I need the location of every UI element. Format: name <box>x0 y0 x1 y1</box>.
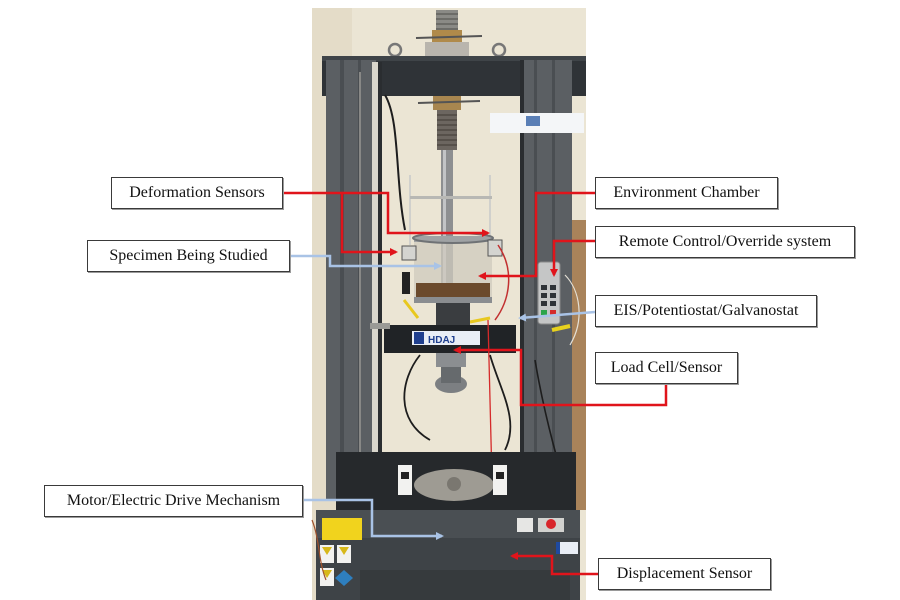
top-screw <box>436 10 458 34</box>
left-column <box>326 60 376 500</box>
spec-plate <box>556 542 578 554</box>
emergency-stop-icon <box>546 519 556 529</box>
left-scale <box>372 62 378 500</box>
power-switch <box>517 518 533 532</box>
label-remote-control: Remote Control/Override system <box>595 226 855 258</box>
top-brass-nut <box>432 30 462 42</box>
label-specimen: Specimen Being Studied <box>87 240 290 272</box>
label-motor: Motor/Electric Drive Mechanism <box>44 485 303 517</box>
label-environment-chamber: Environment Chamber <box>595 177 778 209</box>
left-grip-bracket <box>398 465 412 495</box>
load-cell <box>436 353 466 367</box>
top-collar <box>425 42 469 56</box>
left-deformation-sensor <box>401 245 417 261</box>
nameplate <box>412 331 480 345</box>
label-deformation-sensors: Deformation Sensors <box>111 177 283 209</box>
specimen-slurry <box>416 283 490 297</box>
warning-label <box>322 518 362 540</box>
sensor-crossbar <box>410 196 492 199</box>
lower-platen <box>436 303 470 325</box>
label-displacement: Displacement Sensor <box>598 558 771 590</box>
label-eis: EIS/Potentiostat/Galvanostat <box>595 295 817 327</box>
label-load-cell: Load Cell/Sensor <box>595 352 738 384</box>
nameplate-text: HDAJ <box>428 335 455 346</box>
right-grip-bracket <box>493 465 507 495</box>
